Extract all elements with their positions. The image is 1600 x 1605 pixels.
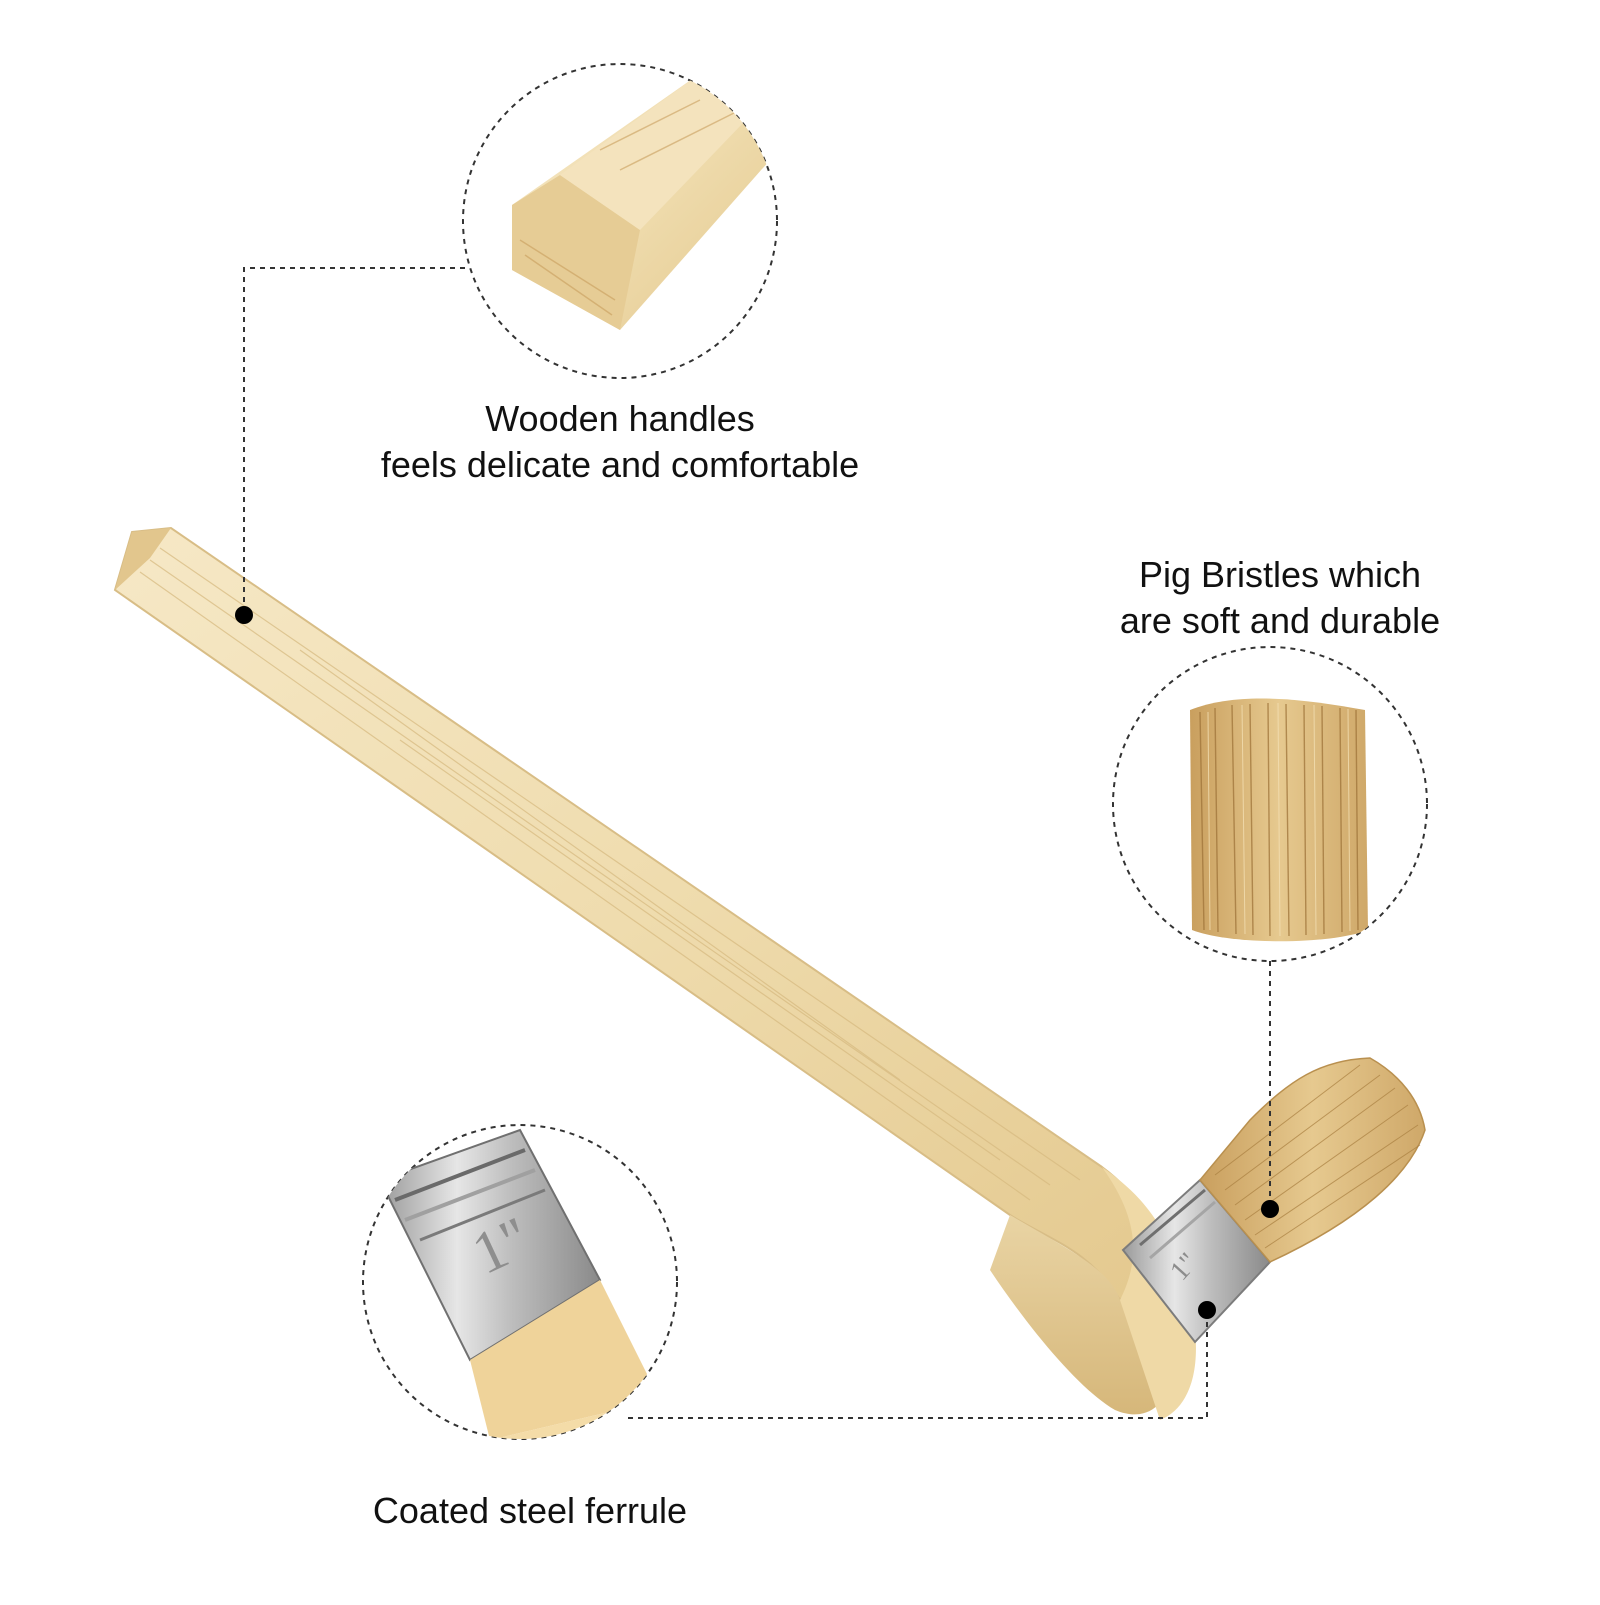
bristles-caption: Pig Bristles which are soft and durable (1090, 552, 1470, 644)
ferrule-ridge-2 (1149, 1200, 1216, 1260)
bristles-caption-line2: are soft and durable (1119, 600, 1441, 641)
bristles-marker-dot (1261, 1200, 1279, 1218)
handle-bend (990, 1215, 1171, 1415)
ferrule-leader-line (628, 1310, 1208, 1419)
ferrule-closeup: 1" (362, 1124, 678, 1440)
main-brush: 1" (113, 526, 1426, 1420)
handle-closeup (462, 63, 778, 379)
handle-caption-line1: Wooden handles (485, 398, 755, 439)
handle-bend-face (1102, 1167, 1196, 1420)
bristles-closeup (1112, 646, 1428, 962)
ferrule-ridge-1 (1139, 1188, 1206, 1247)
ferrule-caption: Coated steel ferrule (330, 1488, 730, 1534)
ferrule-marker-dot (1198, 1301, 1216, 1319)
wood-grain (139, 547, 1081, 1201)
bristle-strands (1214, 1064, 1421, 1249)
handle-marker-dot (235, 606, 253, 624)
bristles-caption-line1: Pig Bristles which (1138, 554, 1422, 595)
handle-leader-line (243, 267, 465, 615)
leader-lines (243, 267, 1271, 1419)
brush-bristles (1199, 1057, 1426, 1263)
handle-end-cap (115, 528, 171, 590)
handle-caption: Wooden handles feels delicate and comfor… (340, 396, 900, 488)
ferrule-caption-line1: Coated steel ferrule (372, 1490, 688, 1531)
handle-caption-line2: feels delicate and comfortable (380, 444, 860, 485)
